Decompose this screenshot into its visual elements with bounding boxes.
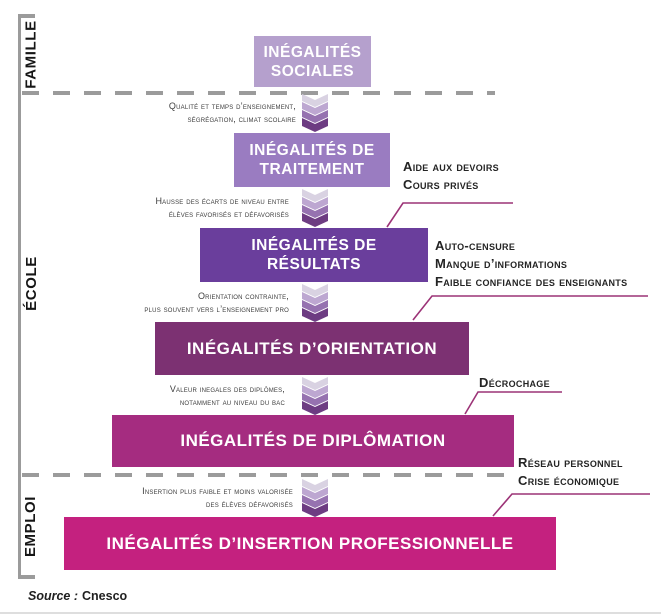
callout-line-text: Cours privés <box>403 177 479 192</box>
box-inegalites-de-resultats: INÉGALITÉS DE RÉSULTATS <box>200 228 428 282</box>
box-label-line: INÉGALITÉS DE DIPLÔMATION <box>180 431 446 450</box>
box-inegalites-de-diplomation: INÉGALITÉS DE DIPLÔMATION <box>112 415 514 467</box>
callout-leader-line <box>386 202 513 228</box>
callout-line-text: Crise économique <box>518 473 620 488</box>
note-line: plus souvent vers l’enseignement pro <box>144 304 289 314</box>
callout-reseau-personnel: Réseau personnel Crise économique <box>518 454 623 490</box>
section-label-ecole: ÉCOLE <box>14 93 48 473</box>
source-prefix: Source : <box>28 589 79 603</box>
cascade-chevrons-icon <box>302 284 328 322</box>
note-orientation-contrainte: Orientation contrainte, plus souvent ver… <box>19 290 289 316</box>
bracket-top-tick <box>18 14 35 18</box>
box-label-line: RÉSULTATS <box>266 256 362 273</box>
note-line: Valeur inegales des diplômes, <box>169 384 285 394</box>
callout-line-text: Réseau personnel <box>518 455 623 470</box>
famille-label-text: FAMILLE <box>22 19 40 89</box>
callout-decrochage: Décrochage <box>479 374 550 392</box>
note-line: Orientation contrainte, <box>197 291 289 301</box>
note-ecarts-niveau: Hausse des écarts de niveau entre élèves… <box>19 195 289 221</box>
cascade-chevrons-icon <box>302 94 328 132</box>
callout-line-text: Faible confiance des enseignants <box>435 274 628 289</box>
bottom-border-line <box>0 612 661 614</box>
note-line: Insertion plus faible et moins valorisée <box>142 486 293 496</box>
callout-line-text: Décrochage <box>479 375 550 390</box>
box-inegalites-d-orientation: INÉGALITÉS D’ORIENTATION <box>155 322 469 375</box>
note-line: notamment au niveau du bac <box>179 397 285 407</box>
source-value: Cnesco <box>82 589 128 603</box>
callout-aide-devoirs: Aide aux devoirs Cours privés <box>403 158 499 194</box>
callout-leader-line <box>464 391 562 415</box>
box-label-line: INÉGALITÉS DE <box>251 237 377 254</box>
note-insertion-faible: Insertion plus faible et moins valorisée… <box>23 485 293 511</box>
note-line: Hausse des écarts de niveau entre <box>155 196 289 206</box>
note-line: Qualité et temps d’enseignement, <box>168 101 296 111</box>
callout-line-text: Manque d’informations <box>435 256 568 271</box>
note-line: ségrégation, climat scolaire <box>187 114 296 124</box>
section-bracket <box>18 14 21 579</box>
note-line: des élèves défavorisés <box>206 499 293 509</box>
callout-leader-line <box>412 295 648 321</box>
box-label-line: TRAITEMENT <box>259 161 365 178</box>
box-inegalites-sociales: INÉGALITÉS SOCIALES <box>254 36 371 87</box>
box-label-line: INÉGALITÉS DE <box>249 142 375 159</box>
box-inegalites-de-traitement: INÉGALITÉS DE TRAITEMENT <box>234 133 390 187</box>
famille-ecole-divider <box>22 91 495 95</box>
section-label-famille: FAMILLE <box>14 16 48 92</box>
cascade-chevrons-icon <box>302 189 328 227</box>
note-qualite-enseignement: Qualité et temps d’enseignement, ségréga… <box>26 100 296 126</box>
box-inegalites-d-insertion-professionnelle: INÉGALITÉS D’INSERTION PROFESSIONNELLE <box>64 517 556 570</box>
ecole-emploi-divider <box>22 473 508 477</box>
cascade-chevrons-icon <box>302 479 328 517</box>
bracket-bottom-tick <box>18 575 35 579</box>
box-label-line: INÉGALITÉS D’INSERTION PROFESSIONNELLE <box>106 533 514 553</box>
box-label-line: INÉGALITÉS <box>263 43 362 61</box>
note-valeur-diplomes: Valeur inegales des diplômes, notamment … <box>15 383 285 409</box>
note-line: élèves favorisés et défavorisés <box>168 209 289 219</box>
box-label-line: INÉGALITÉS D’ORIENTATION <box>186 338 438 358</box>
cascade-chevrons-icon <box>302 377 328 415</box>
box-label-line: SOCIALES <box>270 62 355 80</box>
callout-auto-censure: Auto-censure Manque d’informations Faibl… <box>435 237 627 291</box>
callout-leader-line <box>492 493 650 517</box>
callout-line-text: Aide aux devoirs <box>403 159 499 174</box>
source-caption: Source :Cnesco <box>28 589 127 603</box>
callout-line-text: Auto-censure <box>435 238 516 253</box>
